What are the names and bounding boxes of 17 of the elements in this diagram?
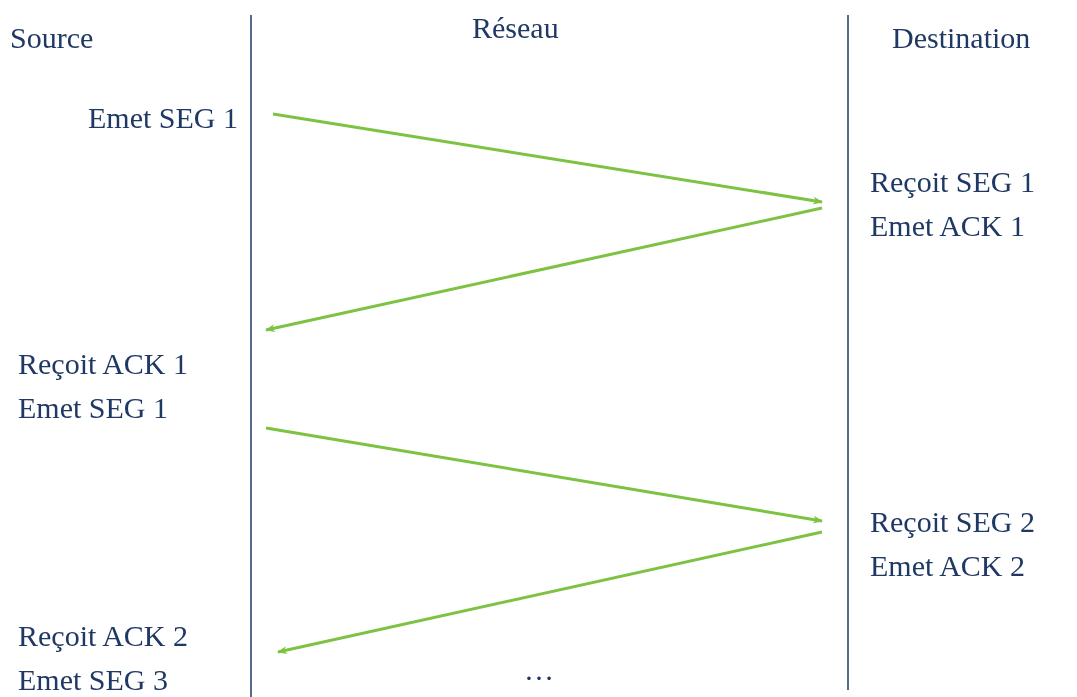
event-text: Reçoit ACK 1 bbox=[18, 346, 188, 382]
arrow bbox=[265, 206, 823, 332]
column-header: Réseau bbox=[472, 10, 559, 46]
column-header: Destination bbox=[892, 20, 1031, 56]
arrow bbox=[277, 530, 823, 654]
event-text: Emet SEG 1 bbox=[18, 390, 168, 426]
event-text: Emet ACK 1 bbox=[870, 208, 1025, 244]
event-text: Emet SEG 1 bbox=[88, 100, 238, 136]
ellipsis-text: … bbox=[524, 652, 554, 688]
arrow bbox=[272, 112, 823, 205]
event-text: Emet ACK 2 bbox=[870, 548, 1025, 584]
column-header: Source bbox=[10, 20, 94, 56]
event-text: Reçoit ACK 2 bbox=[18, 618, 188, 654]
event-text: Emet SEG 3 bbox=[18, 662, 168, 697]
event-text: Reçoit SEG 2 bbox=[870, 504, 1035, 540]
event-text: Reçoit SEG 1 bbox=[870, 164, 1035, 200]
arrow bbox=[265, 426, 823, 524]
